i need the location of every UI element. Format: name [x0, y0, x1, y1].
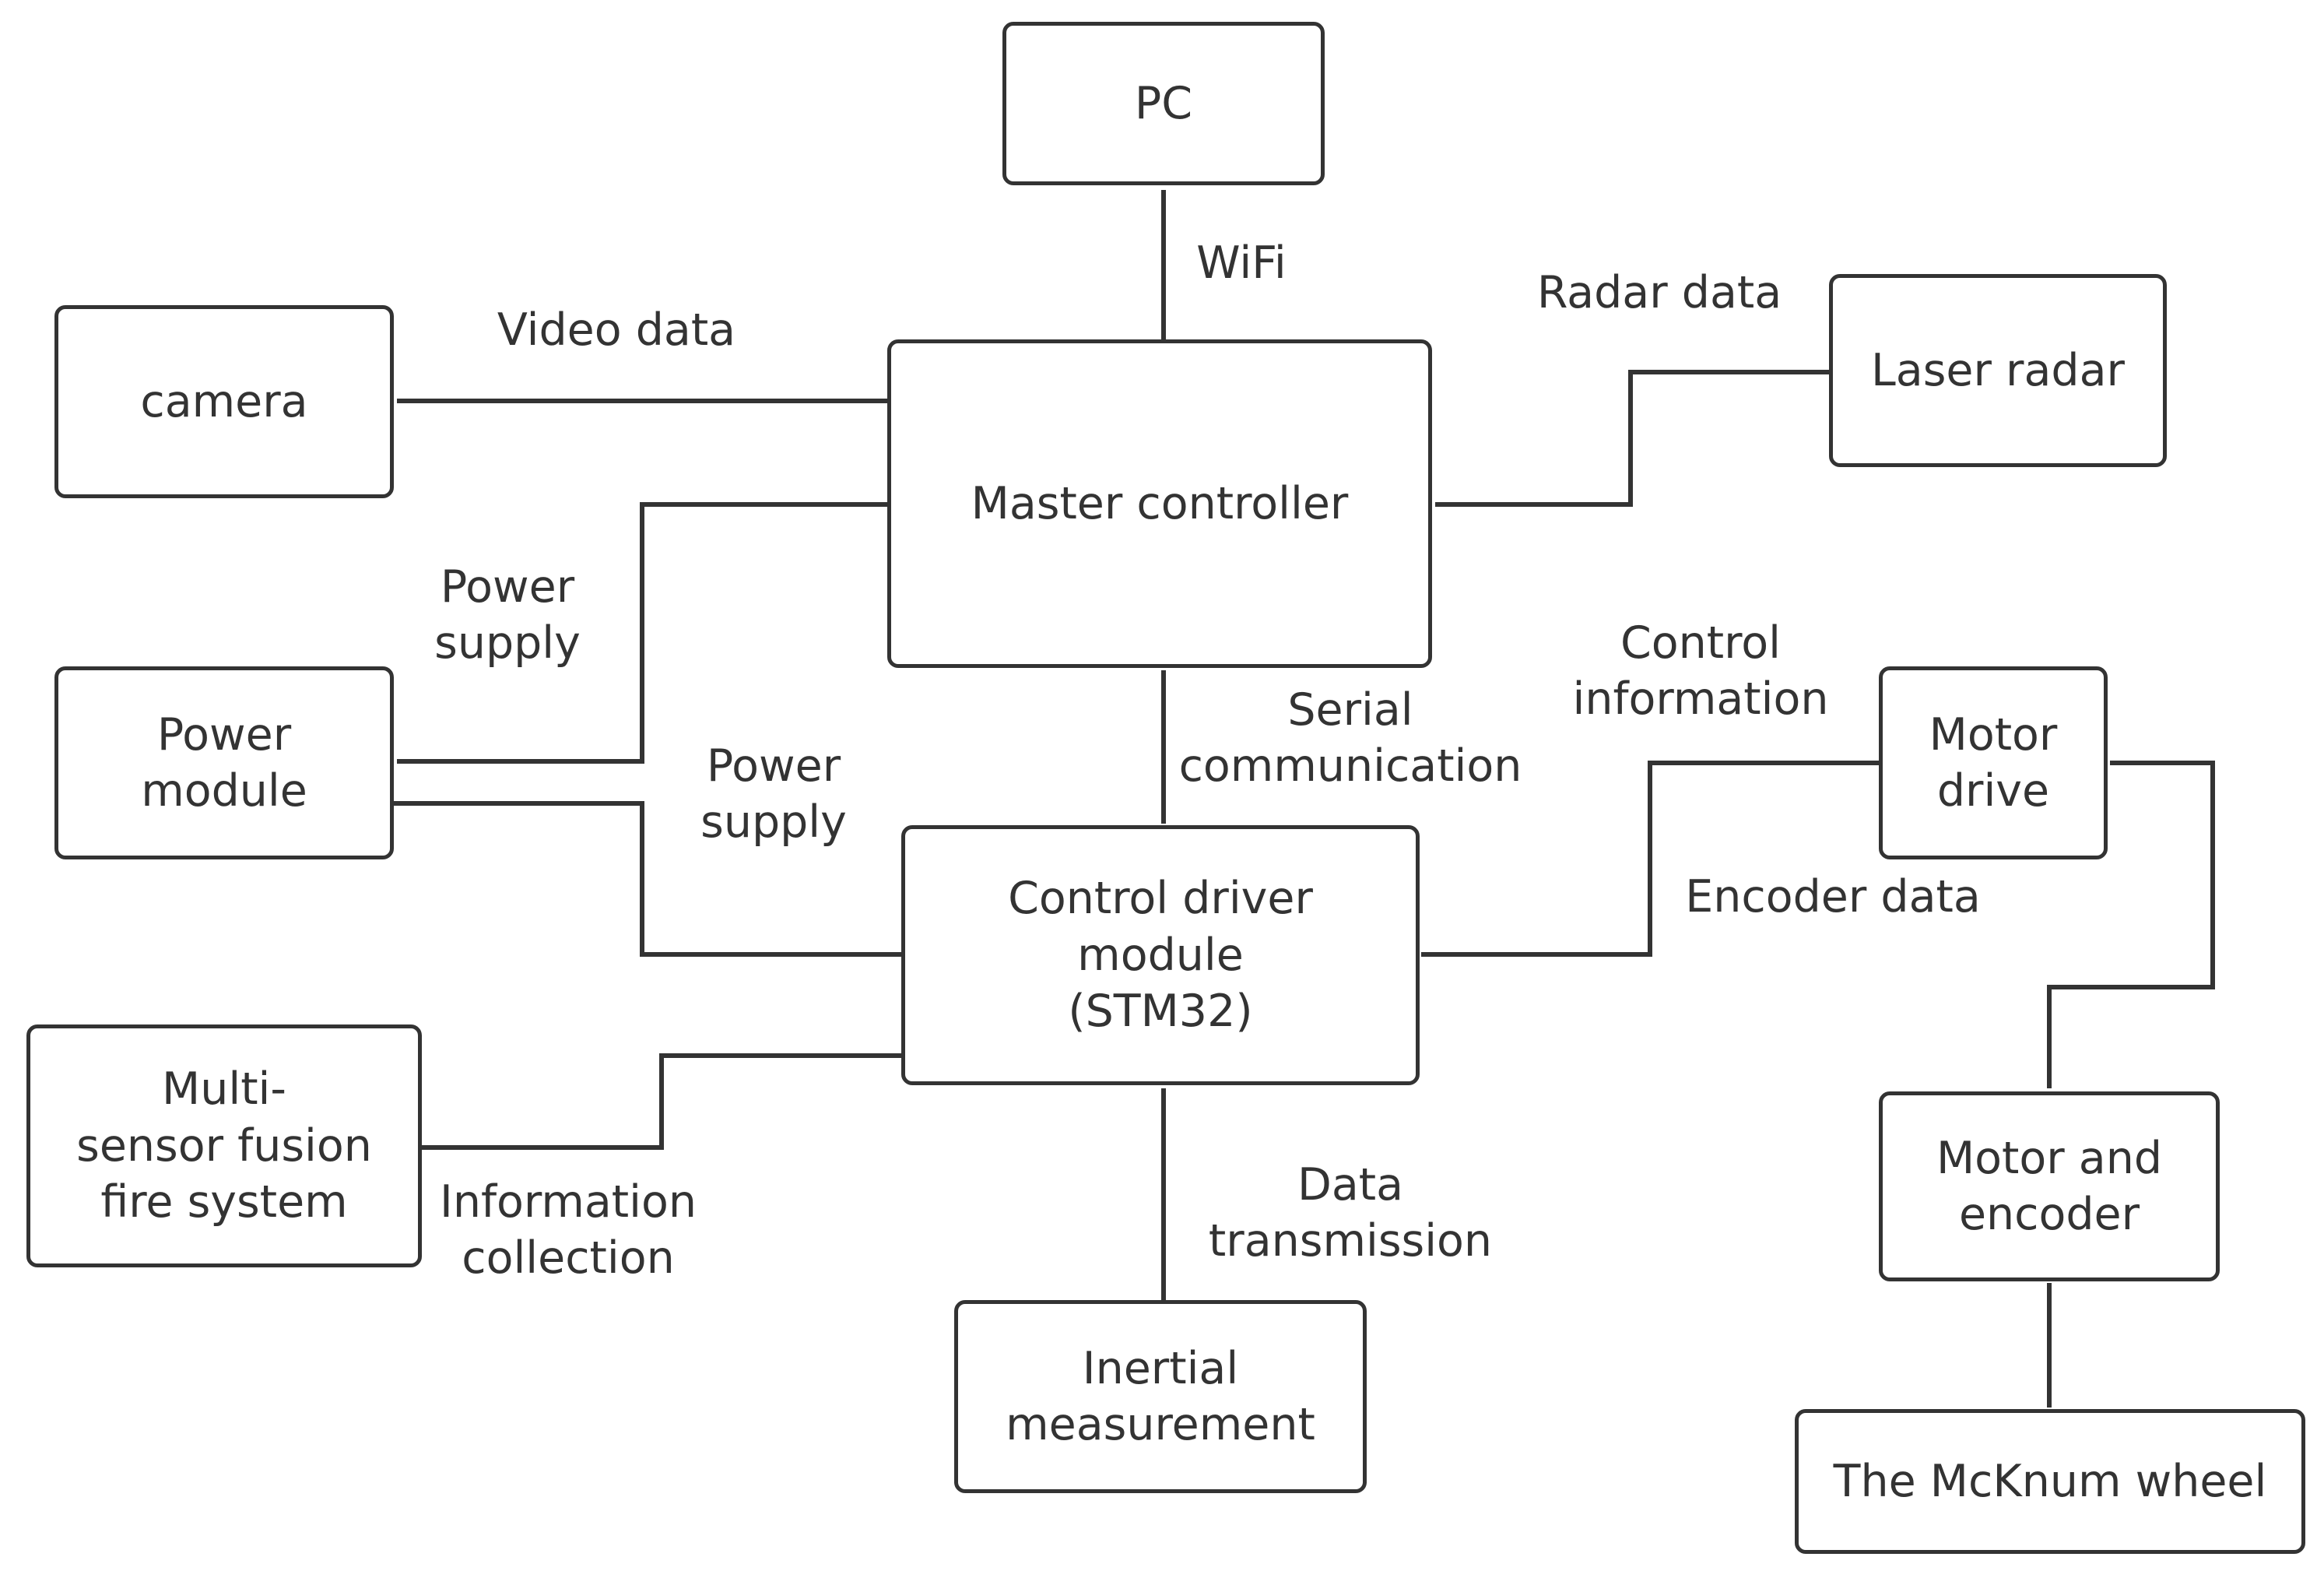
node-camera-label: camera — [140, 375, 308, 427]
node-motor-drive: Motor drive — [1879, 666, 2108, 859]
edge-laser-master — [1435, 370, 1829, 507]
node-multi-sensor: Multi- sensor fusion fire system — [26, 1024, 422, 1267]
node-control-driver: Control driver module (STM32) — [901, 825, 1420, 1085]
node-master-controller-label: Master controller — [971, 477, 1349, 529]
node-laser-radar-label: Laser radar — [1871, 344, 2125, 396]
edge-label-power-supply-control: Power supply — [700, 740, 847, 849]
edge-label-power-supply-master: Power supply — [434, 561, 581, 669]
edge-multi-control — [422, 1053, 901, 1150]
edge-power-master — [397, 502, 887, 764]
node-power-module: Power module — [54, 666, 394, 859]
node-power-module-label: Power module — [141, 708, 307, 817]
node-camera: camera — [54, 305, 394, 498]
node-control-driver-label: Control driver module (STM32) — [1008, 873, 1313, 1038]
node-master-controller: Master controller — [887, 339, 1432, 668]
node-motor-drive-label: Motor drive — [1929, 708, 2058, 817]
edge-label-encoder-data: Encoder data — [1685, 871, 1981, 923]
edge-power-control — [385, 801, 901, 957]
edge-label-data-transmission: Data transmission — [1208, 1159, 1493, 1267]
node-inertial: Inertial measurement — [954, 1300, 1367, 1493]
node-mcknum-wheel-label: The McKnum wheel — [1833, 1455, 2267, 1507]
node-multi-sensor-label: Multi- sensor fusion fire system — [76, 1063, 372, 1228]
node-mcknum-wheel: The McKnum wheel — [1795, 1409, 2305, 1554]
edge-label-radar-data: Radar data — [1536, 267, 1782, 318]
node-pc: PC — [1002, 22, 1325, 185]
node-motor-encoder: Motor and encoder — [1879, 1091, 2220, 1281]
edge-label-info-collection: Information collection — [440, 1176, 697, 1285]
edge-label-video-data: Video data — [497, 304, 736, 356]
node-laser-radar: Laser radar — [1829, 274, 2167, 467]
node-inertial-label: Inertial measurement — [1006, 1342, 1315, 1450]
edge-label-serial: Serial communication — [1178, 684, 1522, 792]
node-motor-encoder-label: Motor and encoder — [1936, 1132, 2163, 1240]
edge-label-control-info: Control information — [1572, 617, 1829, 726]
edge-label-wifi: WiFi — [1196, 237, 1287, 289]
node-pc-label: PC — [1134, 77, 1193, 129]
edge-motordrive-motorencoder — [2047, 761, 2215, 1088]
edge-control-motordrive — [1421, 761, 1879, 957]
